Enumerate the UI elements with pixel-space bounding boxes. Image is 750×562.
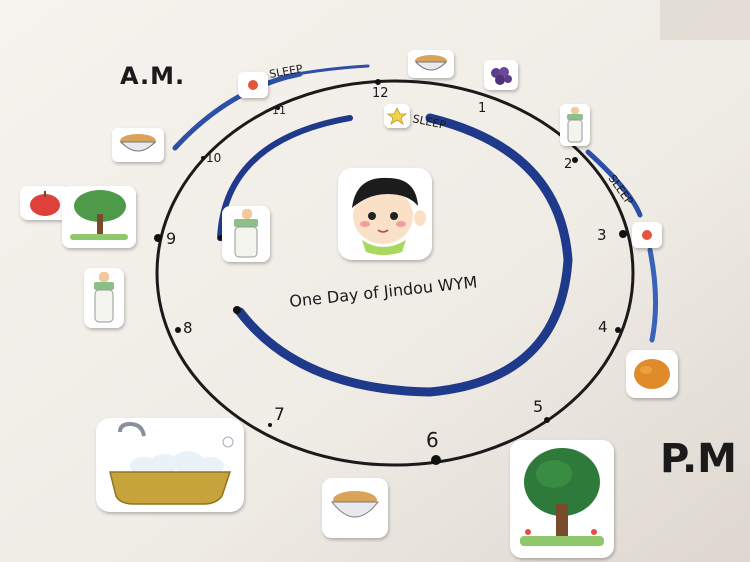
hour-4: 4 — [598, 318, 608, 336]
noodles-bowl-icon — [322, 478, 388, 538]
sun-icon — [238, 72, 268, 98]
tree-icon — [62, 186, 136, 248]
pm-sleep-arc-lower — [647, 247, 659, 343]
hour-9: 9 — [166, 229, 176, 248]
sleep-label-am: SLEEP — [268, 62, 304, 81]
hour-11: 11 — [272, 104, 286, 117]
clock-face — [155, 79, 635, 467]
hour-markers — [154, 79, 627, 465]
am-sleep-arc-top — [283, 64, 370, 78]
hour-3: 3 — [597, 226, 607, 244]
hour-12: 12 — [372, 86, 389, 101]
noodles-bowl-icon — [408, 50, 454, 78]
hour-8: 8 — [183, 319, 193, 337]
bathtub-icon — [96, 418, 244, 512]
baby-face-icon — [338, 168, 432, 260]
noodles-bowl-icon — [112, 128, 164, 162]
star-icon — [384, 104, 410, 128]
apple-icon — [20, 186, 70, 220]
tree-icon — [510, 440, 614, 558]
grapes-icon — [484, 60, 518, 90]
am-sleep-arc — [172, 71, 303, 151]
hour-1: 1 — [478, 101, 486, 116]
hour-5: 5 — [533, 397, 543, 416]
am-label: A.M. — [120, 62, 185, 90]
sun-icon — [632, 222, 662, 248]
mango-icon — [626, 350, 678, 398]
hour-2: 2 — [564, 157, 572, 172]
hour-10: 10 — [206, 151, 221, 165]
clock-numbers: 12 1 2 3 4 5 6 7 8 9 10 11 — [166, 86, 608, 452]
hour-6: 6 — [426, 428, 439, 452]
baby-bottle-icon — [222, 206, 270, 262]
pm-label: P.M — [660, 436, 737, 482]
pm-sleep-arc — [585, 149, 643, 218]
night-sleep-arc — [235, 113, 573, 397]
baby-bottle-icon — [84, 268, 124, 328]
baby-bottle-icon — [560, 104, 590, 146]
hour-7: 7 — [274, 405, 285, 425]
